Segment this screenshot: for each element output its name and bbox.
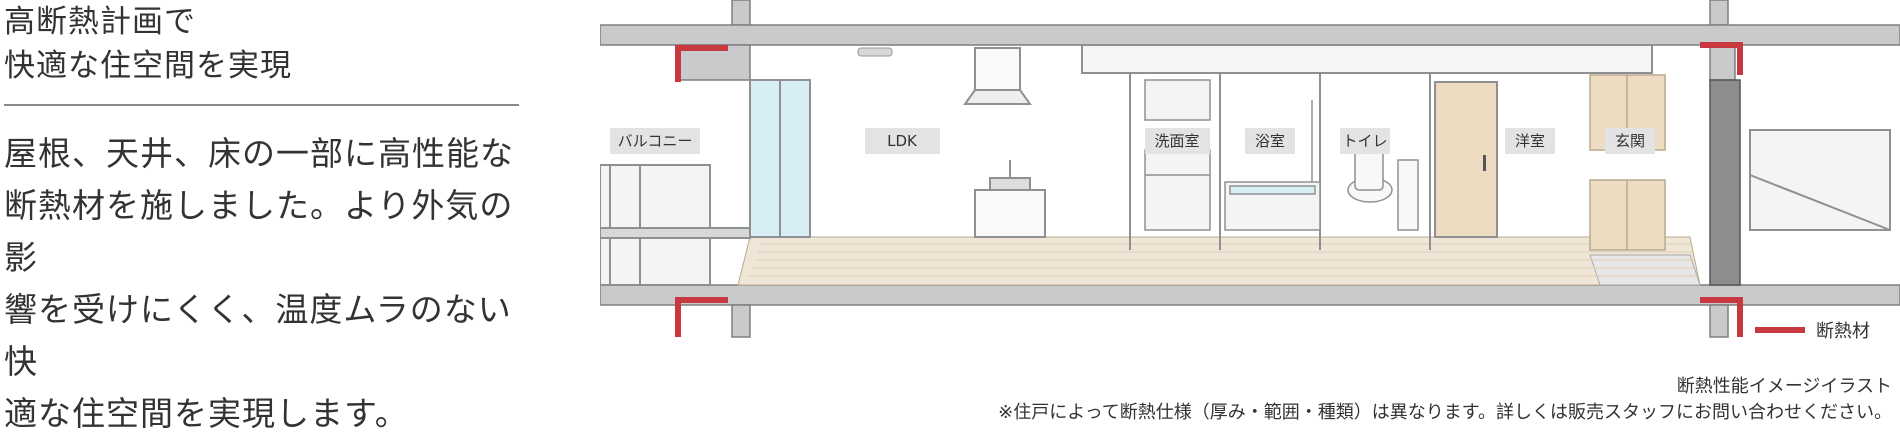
svg-text:玄関: 玄関 — [1615, 132, 1645, 150]
room-label-bathroom: 浴室 — [1245, 128, 1295, 154]
svg-text:洗面室: 洗面室 — [1154, 132, 1199, 150]
heading-line-1: 高断熱計画で — [4, 4, 196, 40]
heading-divider — [4, 104, 519, 106]
svg-text:洋室: 洋室 — [1515, 132, 1545, 150]
room-label-toilet: トイレ — [1340, 128, 1390, 154]
legend: 断熱材 — [1755, 321, 1870, 342]
entrance-closet — [1589, 74, 1666, 251]
washroom-vanity — [1144, 79, 1211, 231]
body-text: 屋根、天井、床の一部に高性能な 断熱材を施しました。より外気の影 響を受けにくく… — [4, 128, 524, 440]
bathtub — [1224, 100, 1321, 231]
body-line-3: 響を受けにくく、温度ムラのない快 — [4, 290, 512, 381]
body-line-1: 屋根、天井、床の一部に高性能な — [4, 134, 514, 173]
balcony — [600, 164, 751, 286]
toilet — [1347, 149, 1419, 231]
svg-text:浴室: 浴室 — [1255, 132, 1285, 150]
caption-note: ※住戸によって断熱仕様（厚み・範囲・種類）は異なります。詳しくは販売スタッフにお… — [998, 402, 1892, 423]
kitchen-unit — [963, 47, 1046, 238]
balcony-window — [749, 79, 811, 238]
insulation-section-diagram: バルコニー LDK 洗面室 浴室 トイレ 洋室 玄関 断熱材 — [600, 0, 1900, 342]
caption: 断熱性能イメージイラスト ※住戸によって断熱仕様（厚み・範囲・種類）は異なります… — [998, 374, 1892, 426]
legend-swatch — [1755, 327, 1805, 333]
caption-title: 断熱性能イメージイラスト — [1676, 376, 1892, 397]
heading: 高断熱計画で 快適な住空間を実現 — [4, 0, 514, 88]
svg-text:LDK: LDK — [887, 132, 918, 150]
partition-walls — [1081, 44, 1653, 250]
heading-line-2: 快適な住空間を実現 — [4, 48, 292, 84]
room-label-washroom: 洗面室 — [1145, 128, 1210, 154]
legend-label: 断熱材 — [1816, 321, 1870, 342]
floor-finish — [737, 236, 1701, 286]
room-labels: バルコニー LDK 洗面室 浴室 トイレ 洋室 玄関 — [610, 128, 1655, 154]
room-label-entrance: 玄関 — [1605, 128, 1655, 154]
body-line-4: 適な住空間を実現します。 — [4, 394, 409, 433]
western-room-door — [1434, 81, 1498, 238]
ceiling-light — [857, 47, 893, 57]
body-line-2: 断熱材を施しました。より外気の影 — [4, 186, 514, 277]
room-label-ldk: LDK — [865, 128, 940, 154]
insulation-material — [675, 42, 1743, 337]
svg-text:トイレ: トイレ — [1342, 132, 1387, 150]
room-label-western-room: 洋室 — [1505, 128, 1555, 154]
room-label-balcony: バルコニー — [610, 128, 700, 154]
svg-text:バルコニー: バルコニー — [618, 132, 693, 150]
corridor-railing — [1749, 129, 1891, 231]
front-door — [1709, 79, 1741, 286]
